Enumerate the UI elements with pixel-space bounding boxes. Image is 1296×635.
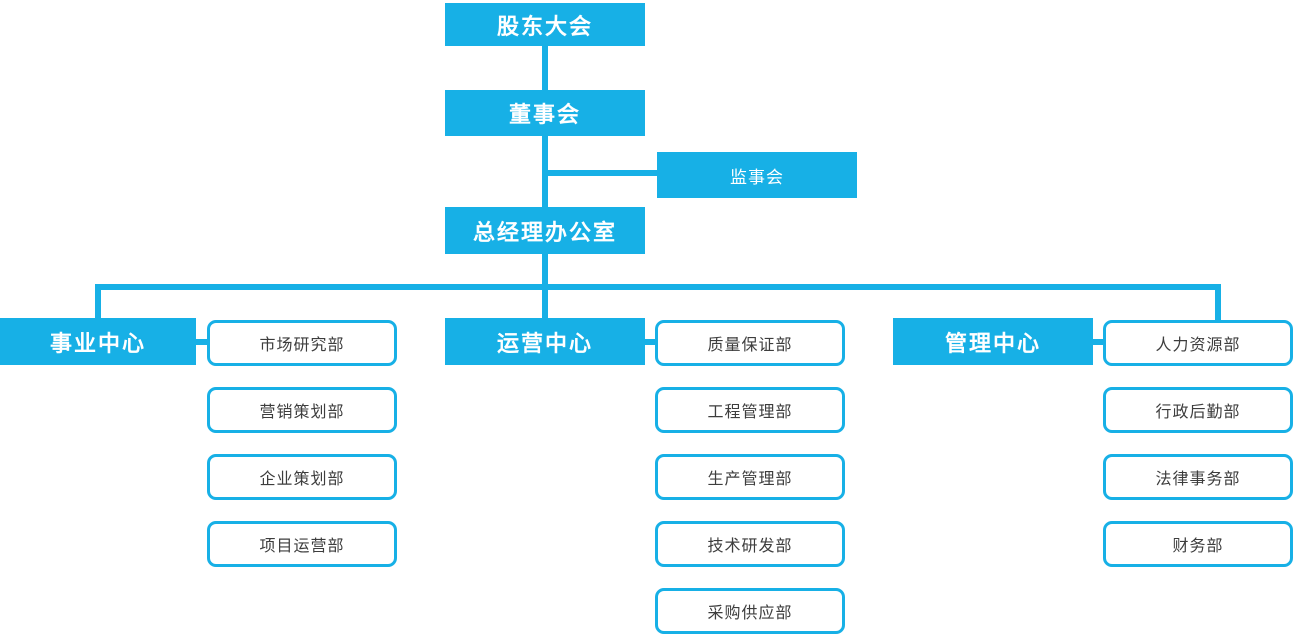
connector-stub-management-center [1092, 339, 1104, 345]
dept-box-legal-affairs: 法律事务部 [1103, 454, 1293, 500]
dept-box-quality-assurance: 质量保证部 [655, 320, 845, 366]
connector-root-to-board [542, 45, 548, 91]
org-node-supervisory-board: 监事会 [657, 152, 857, 198]
org-node-management-center: 管理中心 [893, 318, 1093, 365]
connector-stub-business-center [195, 339, 208, 345]
connector-drop-left [95, 284, 101, 319]
connector-drop-right [1215, 284, 1221, 321]
org-node-operations-center: 运营中心 [445, 318, 645, 365]
dept-box-marketing-planning: 营销策划部 [207, 387, 397, 433]
org-node-business-center: 事业中心 [0, 318, 196, 365]
dept-box-tech-research-development: 技术研发部 [655, 521, 845, 567]
org-node-board-of-directors: 董事会 [445, 90, 645, 136]
dept-box-human-resources: 人力资源部 [1103, 320, 1293, 366]
dept-box-project-operations: 项目运营部 [207, 521, 397, 567]
connector-stub-operations-center [644, 339, 656, 345]
connector-distribution-bar [95, 284, 1221, 290]
dept-box-finance: 财务部 [1103, 521, 1293, 567]
dept-box-procurement-supply: 采购供应部 [655, 588, 845, 634]
dept-box-corporate-planning: 企业策划部 [207, 454, 397, 500]
connector-to-supervisory-board [545, 170, 657, 176]
org-node-shareholders-meeting: 股东大会 [445, 3, 645, 46]
org-node-gm-office: 总经理办公室 [445, 207, 645, 254]
dept-box-production-management: 生产管理部 [655, 454, 845, 500]
dept-box-admin-logistics: 行政后勤部 [1103, 387, 1293, 433]
dept-box-market-research: 市场研究部 [207, 320, 397, 366]
dept-box-engineering-management: 工程管理部 [655, 387, 845, 433]
